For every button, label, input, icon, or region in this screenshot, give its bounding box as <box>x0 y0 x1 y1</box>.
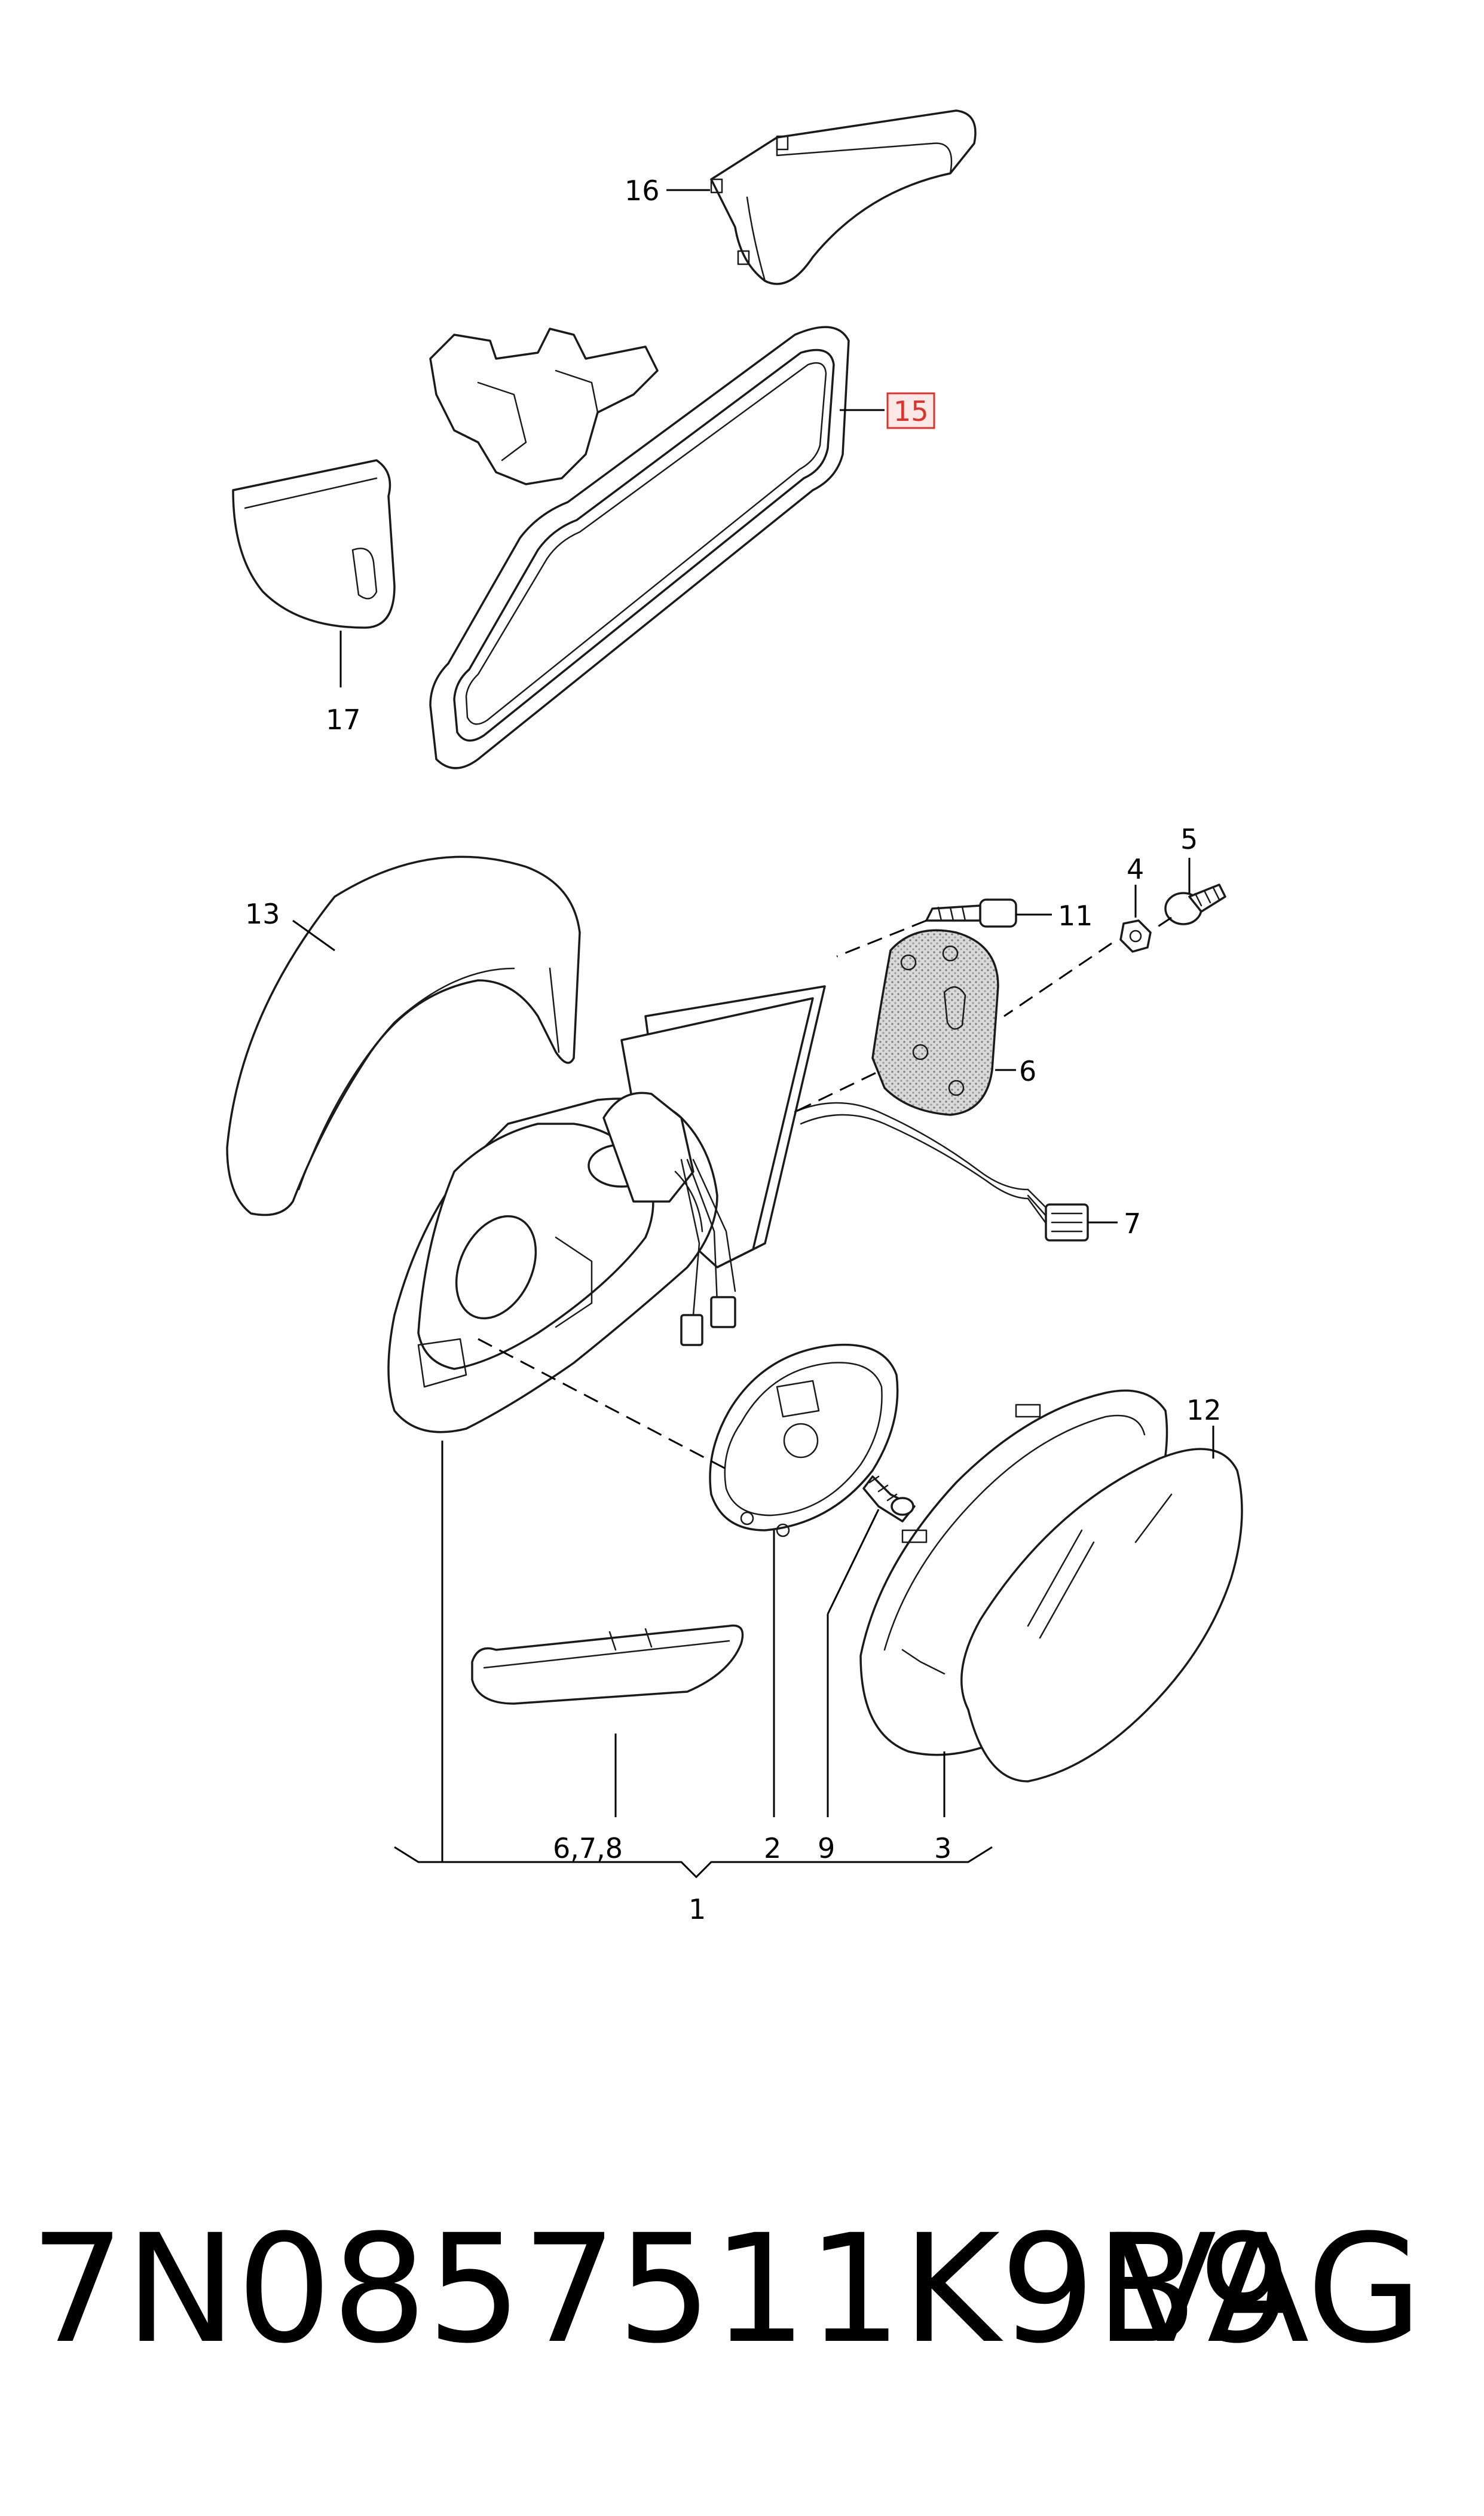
callout-678: 6,7,8 <box>553 1832 623 1864</box>
housing-wires <box>680 1158 736 1346</box>
part-15-mirror-bezel <box>429 326 850 769</box>
callout-15: 15 <box>894 395 929 427</box>
callout-15-highlight <box>886 392 935 429</box>
callout-17: 17 <box>326 704 361 736</box>
mounting-bracket <box>429 328 659 485</box>
callout-labels: 16 15 17 13 11 4 5 6 7 12 6,7,8 2 9 3 1 <box>245 175 1222 1925</box>
callout-1: 1 <box>689 1893 706 1925</box>
callout-13: 13 <box>245 898 280 930</box>
part-13-housing-cover <box>226 855 581 1216</box>
callout-16: 16 <box>625 175 660 207</box>
assembly-dash-lines <box>478 916 1172 1472</box>
part-678-turn-signal <box>471 1624 744 1705</box>
footer-caption: 7N0857511K9B9 VAG <box>30 2200 1458 2379</box>
callout-2: 2 <box>764 1832 781 1864</box>
part-16-trim-cover <box>710 109 977 285</box>
callout-4: 4 <box>1127 853 1144 885</box>
callout-3: 3 <box>934 1832 951 1864</box>
mirror-housing-base <box>387 1092 718 1433</box>
part-17-corner-cap <box>232 459 396 629</box>
leader-lines <box>292 189 1214 1879</box>
callout-9: 9 <box>818 1832 835 1864</box>
part-2-adjustment-motor <box>709 1343 899 1537</box>
part-5-clip <box>1164 883 1226 925</box>
part-9-screw <box>862 1475 916 1523</box>
part-7-wiring-connector <box>794 1102 1089 1242</box>
callout-6: 6 <box>1019 1055 1036 1087</box>
callout-7: 7 <box>1124 1207 1141 1240</box>
callout-12: 12 <box>1186 1394 1222 1426</box>
part-6-mesh-gasket <box>871 929 999 1116</box>
part-4-nut <box>1119 919 1152 953</box>
callout-11: 11 <box>1058 900 1093 932</box>
callout-5: 5 <box>1180 823 1198 855</box>
part-12-mirror-glass <box>960 1448 1243 1783</box>
brand-name: VAG <box>1114 2202 1422 2376</box>
part-11-screw <box>925 898 1017 928</box>
part-number: 7N0857511K9B9 <box>30 2202 1293 2376</box>
